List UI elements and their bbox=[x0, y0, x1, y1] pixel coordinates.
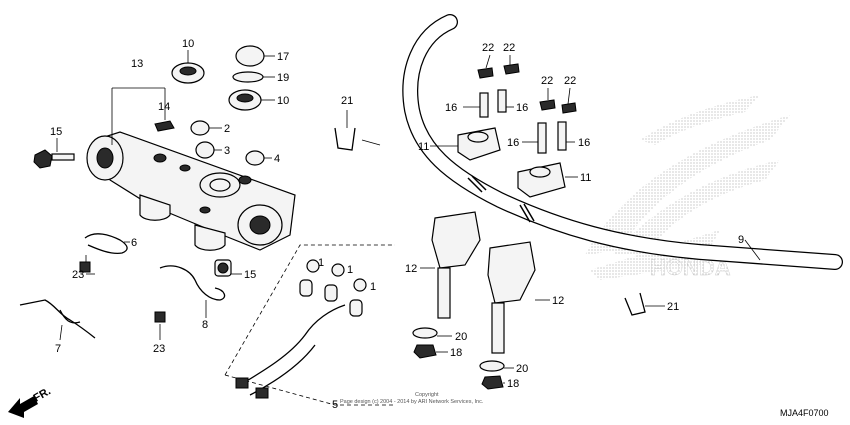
callout-23a: 23 bbox=[72, 269, 84, 281]
nut-washer-parts-10-17-19 bbox=[171, 45, 265, 111]
bolt-part-15-center bbox=[214, 259, 232, 277]
callout-3: 3 bbox=[224, 145, 230, 157]
clip-part-6 bbox=[79, 233, 128, 273]
upper-holders-part-11 bbox=[457, 127, 566, 198]
front-direction-arrow: FR. bbox=[8, 385, 53, 418]
copyright-line-2: Page design (c) 2004 - 2014 by ARI Netwo… bbox=[340, 399, 484, 405]
clip-part-8 bbox=[154, 265, 226, 323]
washers-nuts-parts-18-20 bbox=[412, 327, 505, 390]
callout-14: 14 bbox=[158, 101, 170, 113]
callout-16b: 16 bbox=[516, 102, 528, 114]
leader-lines bbox=[56, 50, 761, 384]
clip-part-7 bbox=[19, 299, 96, 339]
callout-20b: 20 bbox=[516, 363, 528, 375]
bolts-part-16 bbox=[479, 89, 567, 154]
copyright-line-1: Copyright bbox=[415, 392, 439, 398]
rubber-part-14 bbox=[154, 120, 175, 132]
callout-22b: 22 bbox=[503, 42, 515, 54]
clip-part-21-lower bbox=[624, 292, 646, 316]
callout-5: 5 bbox=[332, 399, 338, 411]
callout-21b: 21 bbox=[667, 301, 679, 313]
callout-10b: 10 bbox=[277, 95, 289, 107]
callout-9: 9 bbox=[738, 234, 744, 246]
clip-part-21-upper bbox=[334, 127, 356, 151]
top-bridge-part-13 bbox=[86, 131, 296, 251]
callout-11a: 11 bbox=[418, 141, 429, 153]
caps-part-22 bbox=[477, 63, 577, 114]
callout-16c: 16 bbox=[507, 137, 519, 149]
callout-23b: 23 bbox=[153, 343, 165, 355]
callout-1a: 1 bbox=[318, 257, 324, 269]
lower-holders-part-12 bbox=[431, 211, 536, 354]
front-label: FR. bbox=[32, 385, 53, 404]
harness-part-5 bbox=[224, 244, 395, 406]
callout-11b: 11 bbox=[580, 172, 591, 184]
callout-21a: 21 bbox=[341, 95, 353, 107]
callout-16d: 16 bbox=[578, 137, 590, 149]
callout-19: 19 bbox=[277, 72, 289, 84]
callout-15b: 15 bbox=[244, 269, 256, 281]
callout-4: 4 bbox=[274, 153, 280, 165]
callout-6: 6 bbox=[131, 237, 137, 249]
callout-1b: 1 bbox=[347, 264, 353, 276]
plug-parts-2-3-4 bbox=[190, 120, 265, 166]
callout-2: 2 bbox=[224, 123, 230, 135]
callout-16a: 16 bbox=[445, 102, 457, 114]
callout-20a: 20 bbox=[455, 331, 467, 343]
callout-15a: 15 bbox=[50, 126, 62, 138]
honda-wing-logo: HONDA bbox=[585, 95, 790, 280]
bolt-part-15-left bbox=[33, 149, 75, 169]
callout-13: 13 bbox=[131, 58, 143, 70]
callout-10a: 10 bbox=[182, 38, 194, 50]
handlebar-part-9 bbox=[402, 14, 843, 270]
callout-22a: 22 bbox=[482, 42, 494, 54]
callout-8: 8 bbox=[202, 319, 208, 331]
drawing-code: MJA4F0700 bbox=[780, 408, 829, 418]
callout-12b: 12 bbox=[552, 295, 564, 307]
callout-18b: 18 bbox=[507, 378, 519, 390]
callout-22c: 22 bbox=[541, 75, 553, 87]
callout-7: 7 bbox=[55, 343, 61, 355]
callout-1c: 1 bbox=[370, 281, 376, 293]
callout-12a: 12 bbox=[405, 263, 417, 275]
callout-22d: 22 bbox=[564, 75, 576, 87]
callout-18a: 18 bbox=[450, 347, 462, 359]
callout-17: 17 bbox=[277, 51, 289, 63]
callout-labels: 1 1 1 2 3 4 5 6 7 8 9 10 10 11 11 12 12 … bbox=[50, 38, 744, 411]
